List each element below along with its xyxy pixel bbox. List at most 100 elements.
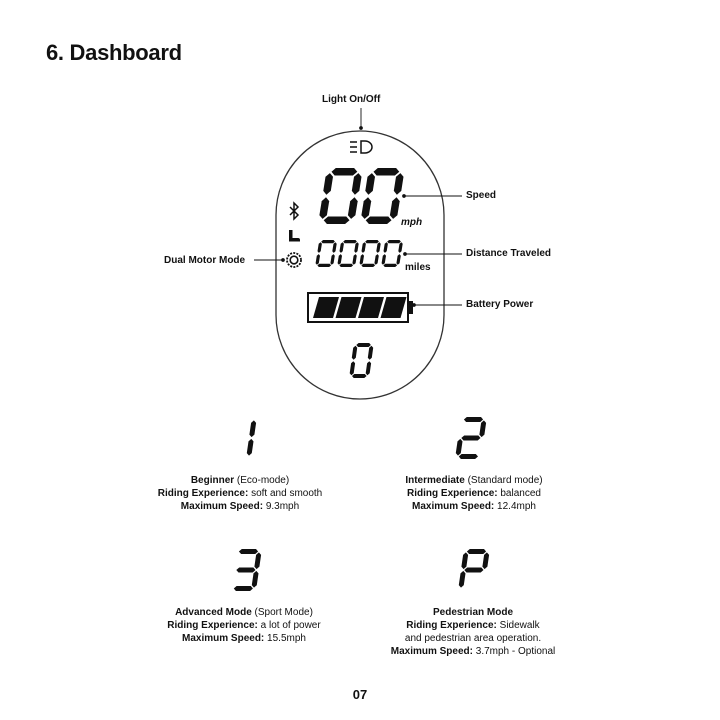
speed-digit-0-segment-f — [323, 173, 333, 195]
max-speed-label: Maximum Speed: — [390, 646, 473, 657]
callout-light: Light On/Off — [322, 94, 381, 105]
mode-2-digit-0-segment-a — [463, 417, 484, 422]
speed-digit-1-segment-d — [365, 216, 392, 224]
riding-experience-label: Riding Experience: — [157, 488, 249, 499]
distance-digit-2-segment-e — [359, 254, 364, 265]
distance-digit-1-segment-f — [339, 242, 344, 253]
mode-digit-pedestrian — [458, 549, 490, 588]
distance-digit-2-segment-a — [365, 240, 379, 244]
distance-digit-0-segment-b — [332, 242, 337, 253]
mode-description-advanced: Advanced Mode (Sport Mode) Riding Experi… — [144, 606, 344, 645]
gear-digit-0-segment-e — [349, 361, 356, 376]
distance-digit-1-segment-a — [343, 240, 357, 244]
max-speed-value: 15.5mph — [264, 633, 306, 644]
mode-p-digit-0-segment-b — [482, 552, 490, 570]
mode-name-suffix: (Sport Mode) — [251, 607, 313, 618]
mode-1-digit-0-segment-c — [246, 438, 254, 456]
mode-description-intermediate: Intermediate (Standard mode) Riding Expe… — [374, 474, 574, 513]
kick-scooter-icon — [289, 230, 300, 242]
mode-2-digit-0-segment-b — [479, 420, 487, 438]
speed-digit-1-segment-f — [365, 173, 375, 195]
distance-digit-3-segment-d — [383, 263, 398, 267]
distance-digit-3-segment-c — [396, 254, 401, 265]
speed-digit-1-segment-e — [361, 197, 372, 219]
riding-experience-value: soft and smooth — [248, 488, 323, 499]
distance-digit-2-segment-b — [376, 242, 381, 253]
battery-bar-2 — [335, 297, 362, 318]
riding-experience-value: balanced — [497, 488, 541, 499]
callout-leaders — [254, 108, 462, 307]
mode-name-suffix: (Standard mode) — [464, 475, 543, 486]
distance-unit: miles — [405, 262, 431, 273]
battery-icon — [307, 292, 413, 323]
mode-description-beginner: Beginner (Eco-mode) Riding Experience: s… — [140, 474, 340, 513]
mode-name: Advanced Mode — [175, 607, 252, 618]
mode-p-digit-0-segment-e — [458, 570, 466, 588]
distance-digit-0-segment-c — [330, 254, 335, 265]
mode-name: Beginner — [190, 475, 235, 486]
gear-digit-0-segment-f — [351, 345, 358, 360]
battery-bars — [313, 297, 407, 318]
page-title: 6. Dashboard — [46, 40, 182, 65]
mode-digit-advanced — [233, 549, 262, 591]
mode-digit-intermediate — [455, 417, 487, 459]
mode-name-suffix: (Eco-mode) — [234, 475, 290, 486]
page-number: 07 — [352, 687, 368, 702]
speed-digit-1-segment-c — [389, 197, 400, 219]
distance-digit-1-segment-c — [352, 254, 357, 265]
mode-2-digit-0-segment-d — [458, 454, 478, 459]
mode-p-digit-0-segment-a — [466, 549, 487, 554]
distance-digits — [315, 240, 403, 267]
riding-experience-value: Sidewalk — [496, 620, 540, 631]
max-speed-value: 12.4mph — [494, 501, 536, 512]
mode-p-digit-0-segment-g — [464, 567, 484, 573]
max-speed-value: 3.7mph - Optional — [472, 646, 556, 657]
headlight-icon — [350, 140, 373, 154]
mode-2-digit-0-segment-e — [455, 438, 463, 456]
callout-speed: Speed — [466, 190, 497, 201]
gear-digit-0-segment-b — [367, 345, 374, 360]
max-speed-value: 9.3mph — [263, 501, 300, 512]
distance-digit-2-segment-d — [361, 263, 376, 267]
speed-digit-0-segment-b — [351, 173, 362, 195]
mode-3-digit-0-segment-g — [236, 567, 256, 573]
distance-digit-3-segment-b — [398, 242, 403, 253]
gear-digit — [349, 343, 374, 378]
mode-digit-beginner — [246, 420, 257, 456]
riding-experience-value: a lot of power — [257, 620, 321, 631]
mode-3-digit-0-segment-d — [233, 586, 253, 591]
distance-digit-0-segment-a — [321, 240, 335, 244]
callout-battery: Battery Power — [466, 299, 534, 310]
speed-digit-0-segment-e — [319, 197, 330, 219]
battery-bar-4 — [380, 297, 407, 318]
riding-experience-label: Riding Experience: — [407, 488, 498, 499]
max-speed-label: Maximum Speed: — [412, 501, 495, 512]
speed-digit-0-segment-d — [323, 216, 350, 224]
dual-motor-icon — [286, 252, 302, 268]
mode-2-digit-0-segment-g — [461, 435, 481, 441]
speed-digit-1-segment-b — [393, 173, 404, 195]
mode-name: Intermediate — [405, 475, 465, 486]
distance-digit-3-segment-f — [383, 242, 388, 253]
riding-experience-label: Riding Experience: — [167, 620, 258, 631]
speed-digits — [319, 168, 404, 224]
mode-3-digit-0-segment-b — [254, 552, 262, 570]
riding-experience-line2: and pedestrian area operation. — [404, 633, 542, 644]
battery-bar-1 — [313, 297, 339, 318]
max-speed-label: Maximum Speed: — [182, 633, 265, 644]
riding-experience-label: Riding Experience: — [406, 620, 497, 631]
mode-name: Pedestrian Mode — [432, 607, 514, 618]
gear-digit-0-segment-a — [356, 343, 371, 347]
gear-digit-0-segment-d — [352, 374, 367, 378]
speed-unit: mph — [401, 217, 422, 228]
speed-digit-1-segment-a — [373, 168, 400, 176]
mode-3-digit-0-segment-c — [251, 570, 259, 588]
gear-digit-0-segment-c — [365, 361, 372, 376]
distance-digit-3-segment-a — [387, 240, 401, 244]
bluetooth-icon — [289, 201, 300, 221]
distance-digit-0-segment-f — [317, 242, 322, 253]
mode-p-digit-0-segment-f — [461, 552, 469, 570]
mode-3-digit-0-segment-a — [238, 549, 259, 554]
speed-digit-0-segment-c — [347, 197, 358, 219]
